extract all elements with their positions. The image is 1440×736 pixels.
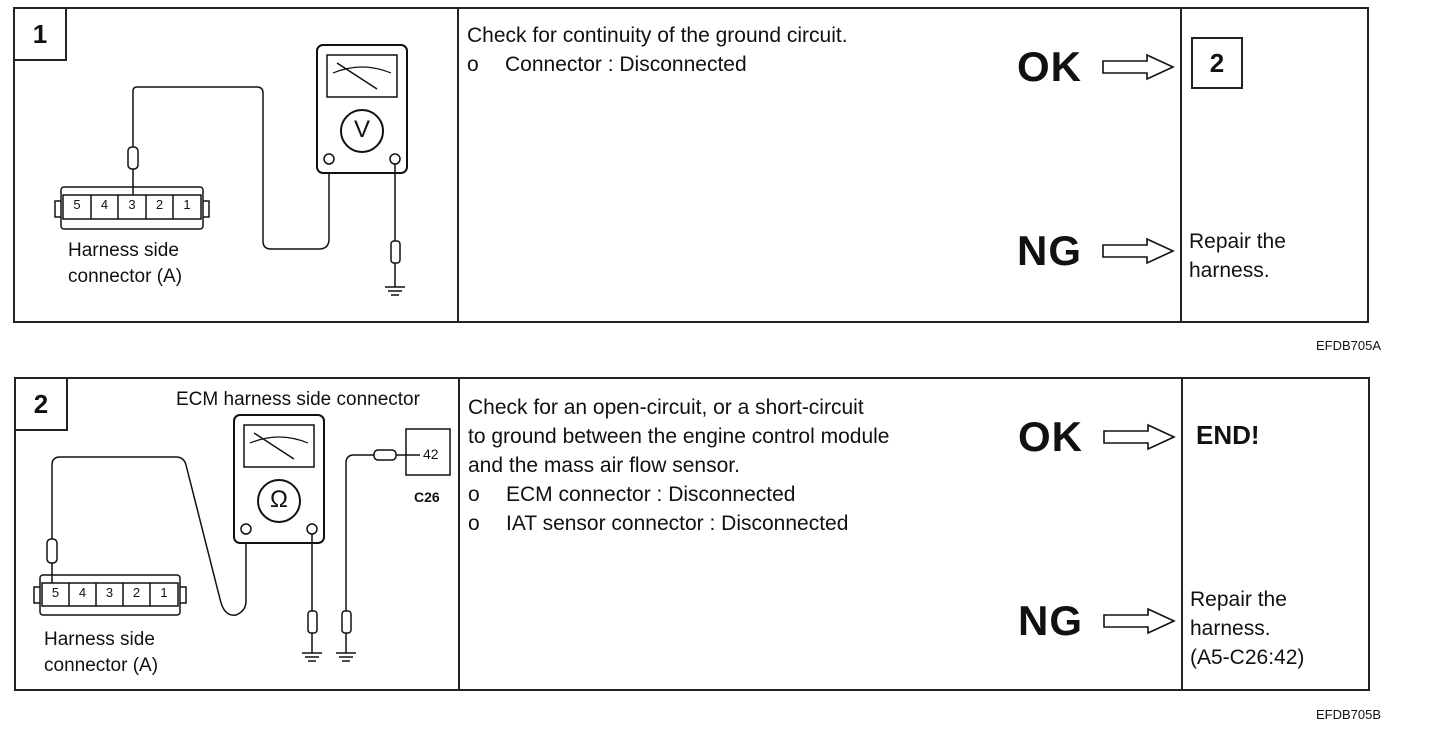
ecm-connector-label: ECM harness side connector <box>176 389 420 410</box>
probe-icon <box>390 240 401 264</box>
pin-label: 5 <box>51 585 60 600</box>
open-short-test-diagram <box>33 414 451 662</box>
ground-icon <box>302 652 322 662</box>
probe-icon <box>307 610 318 634</box>
check-instructions: Check for an open-circuit, or a short-ci… <box>468 393 889 538</box>
column-divider <box>1180 9 1182 321</box>
ng-result: Repair the harness. (A5-C26:42) <box>1190 585 1304 672</box>
ecm-pin-label: 42 <box>423 446 439 462</box>
arrow-right-icon <box>1102 53 1175 81</box>
pin-label: 1 <box>160 585 168 600</box>
connector-label-line: connector (A) <box>68 266 183 287</box>
meter-symbol: Ω <box>270 486 288 513</box>
column-divider <box>1181 379 1183 689</box>
pin-label: 5 <box>73 197 81 212</box>
condition-text: Connector : Disconnected <box>505 53 747 76</box>
check-line: and the mass air flow sensor. <box>468 454 740 477</box>
ecm-connector-icon <box>405 428 451 476</box>
ng-result: Repair the harness. <box>1189 227 1286 285</box>
bullet: o <box>467 53 479 76</box>
ng-result-line: Repair the <box>1190 588 1287 611</box>
figure-code: EFDB705A <box>1316 338 1382 353</box>
ok-label: OK <box>1017 43 1082 90</box>
probe-icon <box>127 146 139 170</box>
continuity-test-diagram <box>54 44 408 296</box>
figure-code: EFDB705B <box>1316 707 1382 722</box>
column-divider <box>458 379 460 689</box>
step-number: 1 <box>15 9 67 61</box>
arrow-right-icon <box>1103 607 1176 635</box>
pin-label: 3 <box>128 197 136 212</box>
condition-item: o IAT sensor connector : Disconnected <box>468 509 889 538</box>
pin-label: 2 <box>132 585 141 600</box>
harness-connector-icon <box>54 169 210 230</box>
ng-label: NG <box>1017 227 1082 274</box>
check-title: Check for continuity of the ground circu… <box>467 24 848 47</box>
connector-label-line: Harness side <box>44 629 155 650</box>
ng-result-line: harness. <box>1190 617 1271 640</box>
connector-pins: 5 4 3 2 1 <box>42 585 178 600</box>
end-label: END! <box>1196 420 1260 450</box>
probe-wire <box>132 86 330 250</box>
condition-text: ECM connector : Disconnected <box>506 483 796 506</box>
pin-label: 2 <box>155 197 164 212</box>
step-number: 2 <box>16 379 68 431</box>
pin-label: 3 <box>105 585 114 600</box>
connector-pins: 5 4 3 2 1 <box>63 197 201 212</box>
ng-result-line: (A5-C26:42) <box>1190 646 1305 669</box>
step-1-panel: 1 <box>13 7 1369 323</box>
connector-label: Harness side connector (A) <box>68 238 182 290</box>
probe-wire <box>51 456 247 616</box>
check-instructions: Check for continuity of the ground circu… <box>467 21 848 79</box>
probe-icon <box>46 538 58 564</box>
ok-label: OK <box>1018 413 1083 460</box>
bullet: o <box>468 483 480 506</box>
probe-icon <box>373 449 397 461</box>
column-divider <box>457 9 459 321</box>
check-line: to ground between the engine control mod… <box>468 425 890 448</box>
arrow-right-icon <box>1103 423 1176 451</box>
pin-label: 4 <box>78 585 87 600</box>
connector-label: Harness side connector (A) <box>44 627 158 679</box>
step-2-panel: 2 ECM harness side connector <box>14 377 1370 691</box>
ohmmeter-icon <box>233 414 325 544</box>
voltmeter-icon <box>316 44 408 174</box>
condition-item: o ECM connector : Disconnected <box>468 480 889 509</box>
probe-icon <box>341 610 352 634</box>
condition-item: o Connector : Disconnected <box>467 50 848 79</box>
pin-label: 1 <box>183 197 191 212</box>
check-line: Check for an open-circuit, or a short-ci… <box>468 396 864 419</box>
bullet: o <box>468 512 480 535</box>
pin-label: 4 <box>100 197 109 212</box>
connector-label-line: Harness side <box>68 240 179 261</box>
ground-icon <box>336 652 356 662</box>
condition-text: IAT sensor connector : Disconnected <box>506 512 849 535</box>
arrow-right-icon <box>1102 237 1175 265</box>
meter-symbol: V <box>353 116 370 143</box>
connector-label-line: connector (A) <box>44 655 159 676</box>
ground-icon <box>385 286 405 296</box>
ng-label: NG <box>1018 597 1083 644</box>
ecm-connector-code: C26 <box>414 489 440 505</box>
harness-connector-icon <box>33 563 187 616</box>
ng-result-line: Repair the <box>1189 230 1286 253</box>
goto-step-box: 2 <box>1191 37 1243 89</box>
ng-result-line: harness. <box>1189 259 1270 282</box>
